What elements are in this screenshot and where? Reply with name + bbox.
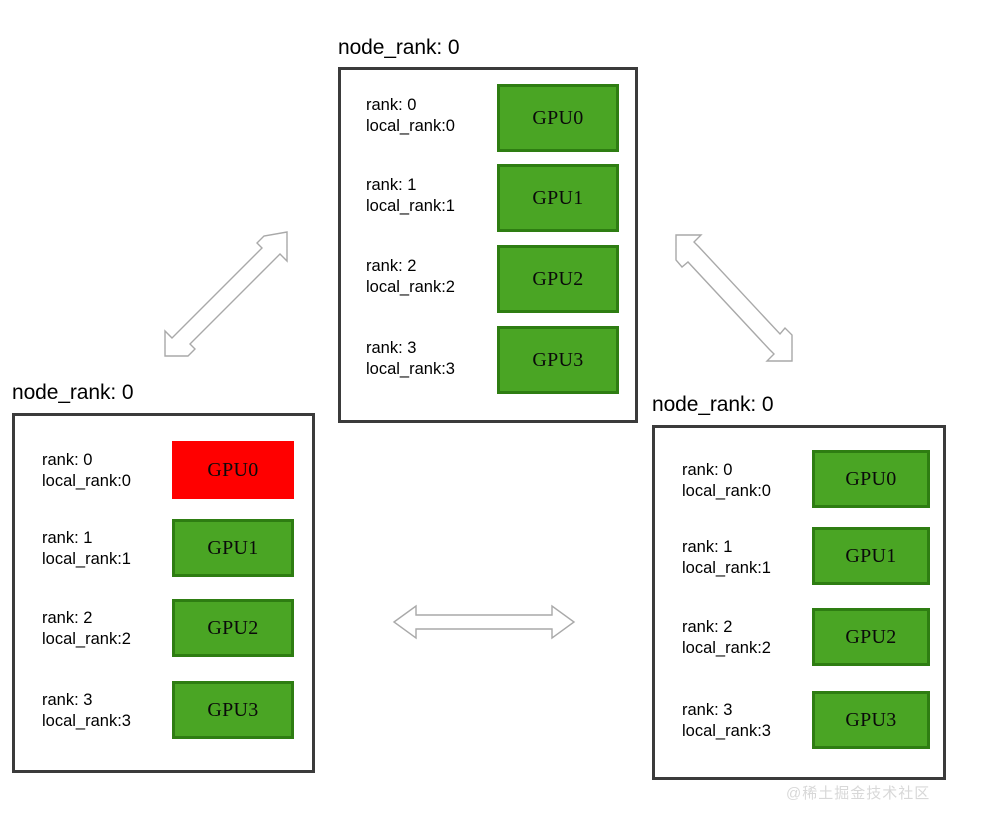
- rank-line-right-3: rank: 3: [682, 701, 733, 719]
- local-rank-line-right-0: local_rank:0: [682, 482, 771, 500]
- rank-line-right-1: rank: 1: [682, 538, 733, 556]
- connector-left-top: [164, 231, 288, 357]
- rank-label-top-3: rank: 3 local_rank:3: [366, 338, 455, 380]
- rank-line-top-3: rank: 3: [366, 339, 417, 357]
- rank-line-right-2: rank: 2: [682, 618, 733, 636]
- gpu-chip-label-left-2: GPU2: [207, 616, 259, 639]
- gpu-chip-right-0[interactable]: GPU0: [812, 450, 930, 508]
- gpu-chip-right-2[interactable]: GPU2: [812, 608, 930, 666]
- node-panel-right: node_rank: 0 rank: 0 local_rank:0 GPU0 ra…: [652, 392, 947, 782]
- local-rank-line-left-0: local_rank:0: [42, 472, 131, 490]
- rank-label-left-1: rank: 1 local_rank:1: [42, 528, 131, 570]
- gpu-chip-label-right-3: GPU3: [845, 708, 897, 731]
- rank-label-right-3: rank: 3 local_rank:3: [682, 700, 771, 742]
- rank-label-right-2: rank: 2 local_rank:2: [682, 617, 771, 659]
- rank-line-right-0: rank: 0: [682, 461, 733, 479]
- rank-line-top-0: rank: 0: [366, 96, 417, 114]
- gpu-chip-top-2[interactable]: GPU2: [497, 245, 619, 313]
- gpu-chip-left-3[interactable]: GPU3: [172, 681, 294, 739]
- rank-label-left-0: rank: 0 local_rank:0: [42, 450, 131, 492]
- rank-line-left-3: rank: 3: [42, 691, 93, 709]
- rank-line-left-0: rank: 0: [42, 451, 93, 469]
- local-rank-line-top-2: local_rank:2: [366, 278, 455, 296]
- gpu-chip-left-2[interactable]: GPU2: [172, 599, 294, 657]
- gpu-chip-label-right-1: GPU1: [845, 544, 897, 567]
- gpu-chip-top-3[interactable]: GPU3: [497, 326, 619, 394]
- local-rank-line-left-3: local_rank:3: [42, 712, 131, 730]
- local-rank-line-left-2: local_rank:2: [42, 630, 131, 648]
- rank-label-top-1: rank: 1 local_rank:1: [366, 175, 455, 217]
- rank-label-left-2: rank: 2 local_rank:2: [42, 608, 131, 650]
- rank-label-right-0: rank: 0 local_rank:0: [682, 460, 771, 502]
- node-title-top: node_rank: 0: [338, 36, 460, 59]
- gpu-chip-label-left-1: GPU1: [207, 536, 259, 559]
- connector-top-right: [675, 234, 793, 362]
- node-box-top: rank: 0 local_rank:0 GPU0 rank: 1 local_ra…: [338, 67, 638, 423]
- local-rank-line-top-0: local_rank:0: [366, 117, 455, 135]
- local-rank-line-top-1: local_rank:1: [366, 197, 455, 215]
- rank-line-left-2: rank: 2: [42, 609, 93, 627]
- local-rank-line-right-1: local_rank:1: [682, 559, 771, 577]
- rank-label-left-3: rank: 3 local_rank:3: [42, 690, 131, 732]
- gpu-chip-left-0[interactable]: GPU0: [172, 441, 294, 499]
- node-title-right: node_rank: 0: [652, 393, 774, 416]
- gpu-chip-left-1[interactable]: GPU1: [172, 519, 294, 577]
- local-rank-line-left-1: local_rank:1: [42, 550, 131, 568]
- gpu-chip-top-0[interactable]: GPU0: [497, 84, 619, 152]
- gpu-chip-label-left-3: GPU3: [207, 698, 259, 721]
- node-box-left: rank: 0 local_rank:0 GPU0 rank: 1 local_ra…: [12, 413, 315, 773]
- rank-line-top-1: rank: 1: [366, 176, 417, 194]
- local-rank-line-right-3: local_rank:3: [682, 722, 771, 740]
- arrow-double-head-diagonal-down: [675, 234, 793, 362]
- gpu-chip-label-right-2: GPU2: [845, 625, 897, 648]
- gpu-chip-label-right-0: GPU0: [845, 467, 897, 490]
- gpu-chip-label-top-1: GPU1: [532, 186, 584, 209]
- arrow-double-head-diagonal-up: [164, 231, 288, 357]
- gpu-chip-right-3[interactable]: GPU3: [812, 691, 930, 749]
- local-rank-line-right-2: local_rank:2: [682, 639, 771, 657]
- rank-label-top-0: rank: 0 local_rank:0: [366, 95, 455, 137]
- node-panel-left: node_rank: 0 rank: 0 local_rank:0 GPU0 ra…: [12, 380, 317, 775]
- gpu-chip-right-1[interactable]: GPU1: [812, 527, 930, 585]
- arrow-double-head-horizontal: [392, 604, 576, 640]
- rank-label-top-2: rank: 2 local_rank:2: [366, 256, 455, 298]
- gpu-chip-top-1[interactable]: GPU1: [497, 164, 619, 232]
- connector-left-right: [392, 604, 576, 640]
- rank-line-left-1: rank: 1: [42, 529, 93, 547]
- node-box-right: rank: 0 local_rank:0 GPU0 rank: 1 local_ra…: [652, 425, 946, 780]
- node-title-left: node_rank: 0: [12, 381, 134, 404]
- gpu-chip-label-left-0: GPU0: [207, 458, 259, 481]
- gpu-chip-label-top-3: GPU3: [532, 348, 584, 371]
- rank-label-right-1: rank: 1 local_rank:1: [682, 537, 771, 579]
- rank-line-top-2: rank: 2: [366, 257, 417, 275]
- gpu-chip-label-top-2: GPU2: [532, 267, 584, 290]
- gpu-chip-label-top-0: GPU0: [532, 106, 584, 129]
- watermark-text: @稀土掘金技术社区: [786, 785, 931, 802]
- node-panel-top: node_rank: 0 rank: 0 local_rank:0 GPU0 ra…: [338, 35, 640, 425]
- local-rank-line-top-3: local_rank:3: [366, 360, 455, 378]
